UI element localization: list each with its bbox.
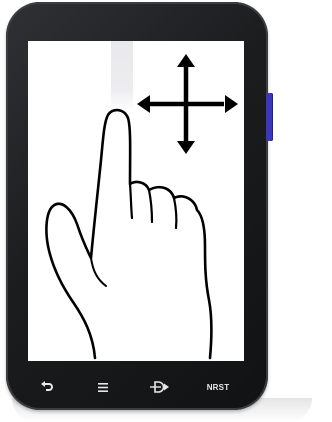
four-way-arrow-icon (137, 54, 238, 154)
